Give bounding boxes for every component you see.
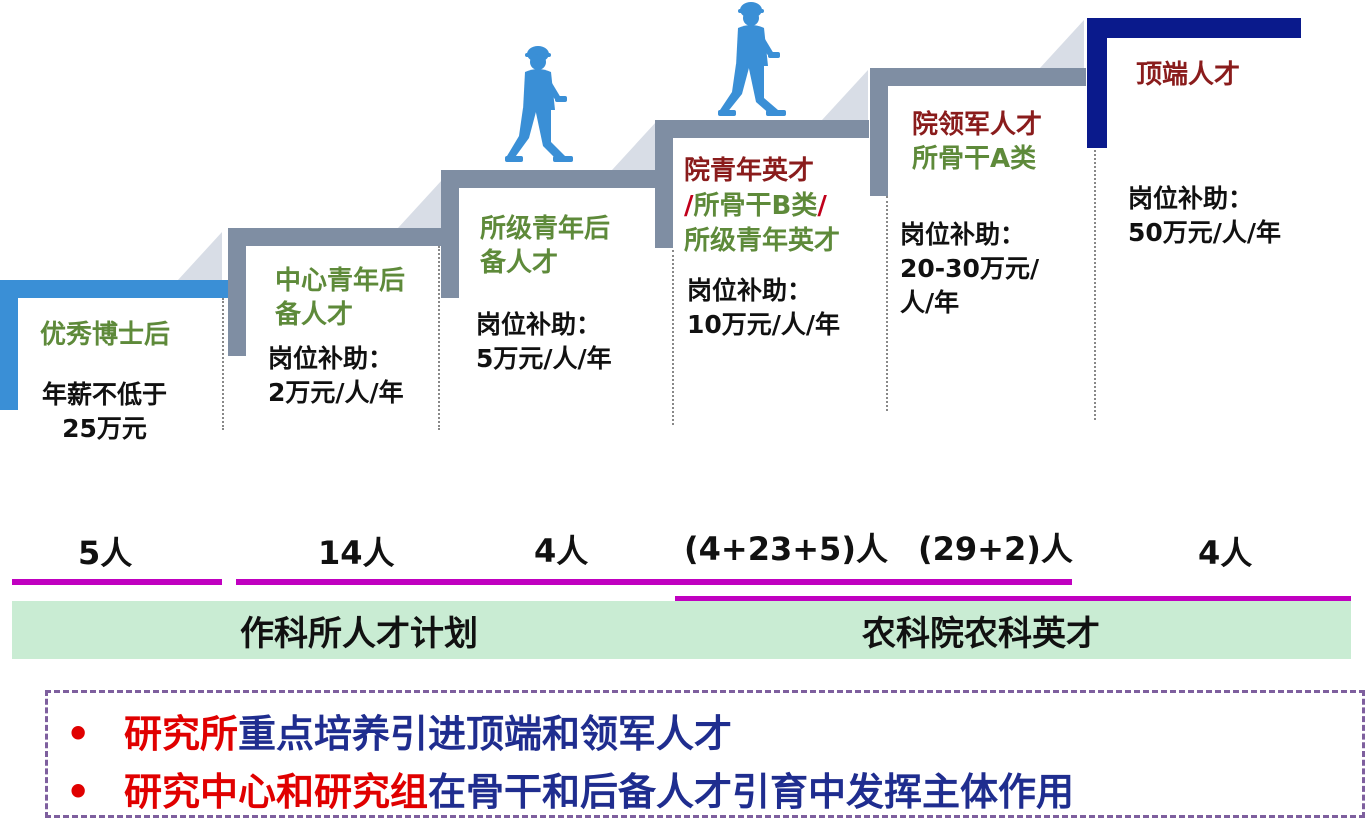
note-1-highlight: 研究所 — [124, 712, 239, 756]
walking-worker-icon — [718, 2, 786, 116]
step-6-riser — [1087, 18, 1107, 148]
step-4-title: 院青年英才 /所骨干B类/ 所级青年英才 — [684, 154, 840, 259]
step-3-title: 所级青年后 备人才 — [480, 214, 611, 278]
step-5-riser — [870, 68, 888, 196]
step-3-divider — [672, 250, 674, 425]
step-4-riser — [655, 120, 673, 248]
step-3-riser — [441, 170, 459, 298]
step-5-title-line2: 所骨干A类 — [912, 144, 1037, 174]
step-1-top-bar — [0, 280, 234, 298]
step-4-top-bar — [655, 120, 869, 138]
program-label-institute: 作科所人才计划 — [240, 614, 478, 654]
step-2-desc: 岗位补助： 2万元/人/年 — [268, 344, 404, 407]
step-1-title: 优秀博士后 — [40, 320, 171, 350]
range-line-academy-plan — [675, 596, 1351, 602]
note-1-text: 重点培养引进顶端和领军人才 — [238, 712, 733, 756]
program-band-right — [675, 601, 1351, 659]
step-2-bevel — [398, 180, 442, 228]
count-step-2: 14人 — [318, 534, 395, 572]
range-line-institute-plan — [236, 579, 1072, 585]
count-step-1: 5人 — [78, 534, 133, 572]
step-1-riser — [0, 280, 18, 410]
step-5-divider — [1094, 150, 1096, 420]
note-1: • 研究所重点培养引进顶端和领军人才 — [66, 703, 732, 758]
step-4-divider — [886, 196, 888, 411]
count-step-5: (29+2)人 — [918, 530, 1073, 568]
step-4-title-line1: 院青年英才 — [684, 156, 815, 186]
note-2-text: 在骨干和后备人才引育中发挥主体作用 — [428, 770, 1075, 814]
step-5-bevel — [1040, 20, 1084, 68]
note-1-bullet: • — [66, 712, 91, 756]
step-4-title-line3: 所级青年英才 — [684, 226, 841, 256]
step-4-slash-2: / — [817, 191, 827, 221]
step-5-title: 院领军人才 所骨干A类 — [912, 108, 1042, 176]
step-6-top-bar — [1087, 18, 1301, 38]
count-step-6: 4人 — [1198, 534, 1253, 572]
notes-box: • 研究所重点培养引进顶端和领军人才 • 研究中心和研究组在骨干和后备人才引育中发挥… — [45, 690, 1365, 818]
step-1-bevel — [178, 232, 222, 280]
note-2: • 研究中心和研究组在骨干和后备人才引育中发挥主体作用 — [66, 761, 1074, 816]
step-3-top-bar — [441, 170, 657, 188]
range-line-postdoc — [12, 579, 222, 585]
step-1-desc: 年薪不低于 25万元 — [42, 380, 168, 443]
count-step-4: (4+23+5)人 — [684, 530, 888, 568]
step-3-bevel — [612, 122, 656, 170]
step-5-title-line1: 院领军人才 — [912, 110, 1043, 140]
step-3-desc: 岗位补助： 5万元/人/年 — [476, 310, 612, 373]
step-5-top-bar — [870, 68, 1086, 86]
step-4-title-line2: 所骨干B类 — [693, 191, 818, 221]
program-band-left — [12, 601, 675, 659]
step-4-desc: 岗位补助： 10万元/人/年 — [687, 276, 841, 339]
step-2-top-bar — [228, 228, 442, 246]
step-1-divider — [222, 298, 224, 430]
program-label-academy: 农科院农科英才 — [862, 614, 1100, 654]
step-2-riser — [228, 228, 246, 356]
step-2-divider — [438, 246, 440, 430]
step-6-title: 顶端人才 — [1136, 60, 1241, 90]
step-4-bevel — [822, 70, 868, 120]
note-2-bullet: • — [66, 770, 91, 814]
note-2-highlight: 研究中心和研究组 — [124, 770, 429, 814]
walking-worker-icon — [505, 46, 573, 162]
step-2-title: 中心青年后 备人才 — [275, 266, 406, 330]
step-6-desc: 岗位补助： 50万元/人/年 — [1128, 184, 1282, 247]
step-5-desc: 岗位补助： 20-30万元/ 人/年 — [900, 220, 1040, 317]
count-step-3: 4人 — [534, 532, 589, 570]
step-4-slash-1: / — [684, 191, 694, 221]
